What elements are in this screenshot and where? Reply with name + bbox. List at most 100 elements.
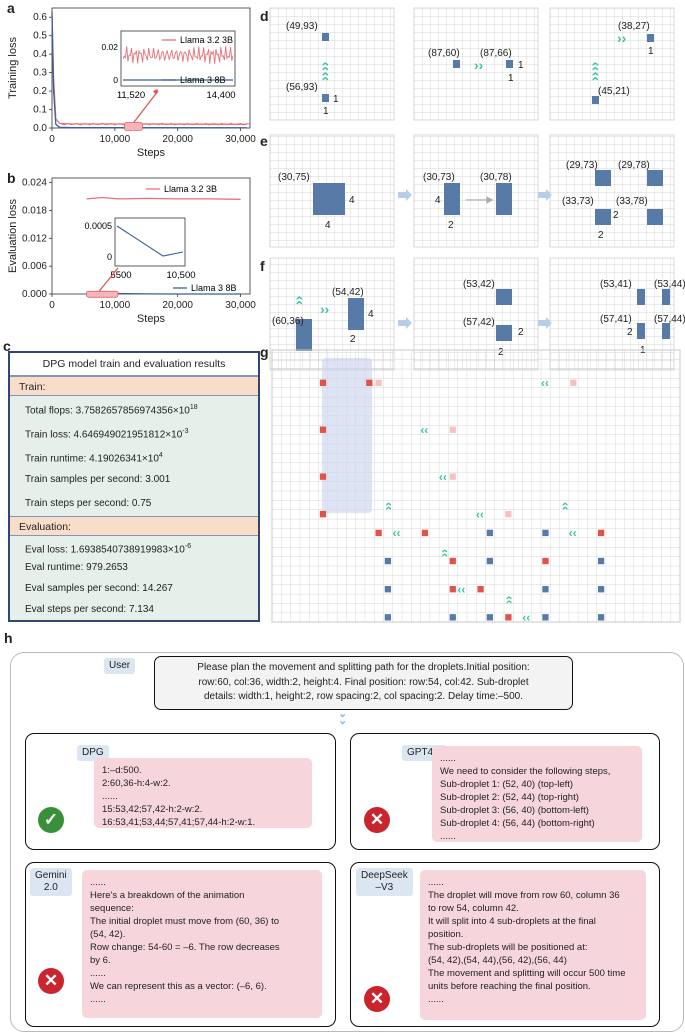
droplet: [662, 323, 670, 339]
x-tick-label: 0: [49, 134, 55, 145]
grid-label: (57,41): [600, 314, 632, 325]
gemini-response: ...... Here's a breakdown of the animati…: [82, 870, 322, 1018]
droplet: [506, 60, 513, 68]
x-tick-label: 30,000: [225, 134, 256, 145]
row-text: Train runtime: 4.19026341×10: [25, 453, 159, 465]
response-line: ......: [428, 877, 444, 888]
response-line: (54, 42).: [90, 929, 126, 940]
grid-label: (57,42): [463, 317, 495, 328]
series-noise: [61, 122, 251, 126]
zoom-arrow: [133, 90, 159, 123]
chevron-down-icon: ⌄⌄: [338, 708, 348, 727]
grid-label: (29,73): [566, 160, 598, 171]
grid-label: 4: [349, 195, 355, 206]
grid-droplet: [542, 529, 549, 537]
row-text: Eval samples per second: 14.267: [25, 583, 173, 594]
inset-x-label: 5500: [110, 270, 131, 281]
response-line: units before reaching the final position…: [428, 981, 591, 992]
chevron-icon: ››: [316, 61, 332, 71]
grid-droplet: [421, 529, 429, 537]
grid-label: (57,44): [654, 314, 685, 325]
droplet: [322, 33, 329, 41]
chevron-icon: ‹‹: [457, 583, 465, 597]
y-axis-label: Training loss: [7, 37, 19, 99]
tag-line: –V3: [375, 882, 394, 893]
eval-header: Evaluation:: [10, 516, 258, 536]
grid-droplet: [319, 426, 327, 433]
x-tick-label: 0: [49, 300, 55, 311]
response-line: ......: [428, 994, 444, 1005]
grid-label: (49,93): [286, 21, 318, 32]
zoom-arrow: [98, 267, 119, 292]
grid-label: (53,44): [654, 279, 685, 290]
query-line: row:60, col:36, width:2, height:4. Final…: [198, 676, 529, 688]
row-text: Eval runtime: 979.2653: [25, 562, 128, 573]
y-tick-label: 0.018: [22, 205, 47, 216]
grid-label: (30,78): [480, 172, 512, 183]
inset-x-label: 14,400: [206, 90, 235, 101]
flow-arrow: [398, 317, 412, 329]
response-line: 16:53,41;53,44;57,41;57,44-h:2-w:1.: [102, 817, 256, 828]
grid-droplet: [366, 379, 373, 387]
response-line: Row change: 54-60 = –6. The row decrease…: [90, 942, 280, 953]
panel-label-g: g: [260, 344, 269, 360]
grid-label: (38,27): [618, 21, 650, 32]
response-line: ......: [440, 753, 456, 764]
grid-droplet: [375, 529, 382, 537]
table-row: Train runtime: 4.19026341×104: [10, 444, 258, 468]
row-text: Train samples per second: 3.001: [25, 474, 171, 485]
response-line: to row 54, column 42.: [428, 903, 519, 914]
grid-droplet: [449, 614, 456, 621]
table-row: Eval samples per second: 14.267: [10, 578, 258, 599]
droplet: [662, 289, 670, 305]
x-axis-label: Steps: [137, 313, 166, 325]
grid-canvas: [549, 7, 675, 121]
chevron-icon: ‹‹: [569, 526, 577, 540]
y-tick-label: 0.2: [33, 86, 47, 97]
response-line: The initial droplet must move from (60, …: [90, 916, 280, 927]
inset-y-label: 0: [113, 75, 118, 85]
grid-label: 4: [325, 220, 331, 231]
response-line: ......: [90, 877, 106, 888]
grid-droplet: [375, 379, 382, 387]
grid-label: 1: [518, 60, 524, 71]
response-line: 2:60,36-h:4-w:2.: [102, 778, 171, 789]
response-line: sequence:: [90, 903, 134, 914]
comparison-panel: [10, 652, 684, 1032]
chevron-icon: ››: [502, 596, 516, 604]
response-line: ......: [90, 994, 106, 1005]
grid-label: 2: [598, 230, 604, 241]
cross-icon: ✕: [364, 807, 390, 833]
tag-line: Gemini: [35, 870, 67, 881]
chevron-icon: ‹‹: [420, 423, 428, 437]
grid-label: 4: [435, 195, 441, 206]
x-tick-label: 20,000: [162, 134, 193, 145]
grid-droplet: [542, 557, 549, 565]
chevron-icon: ››: [381, 502, 395, 510]
response-line: Here's a breakdown of the animation: [90, 890, 245, 901]
grid-label: (30,75): [278, 172, 310, 183]
y-tick-label: 0.5: [33, 31, 47, 42]
grid-droplet: [319, 473, 327, 480]
grid-label: (60,36): [272, 316, 304, 327]
chevron-icon: ››: [617, 30, 627, 46]
grid-label: (87,66): [480, 48, 512, 59]
row-exponent: 4: [158, 452, 163, 459]
droplet: [296, 319, 312, 351]
y-tick-label: 0.012: [22, 233, 47, 244]
deepseek-tag: DeepSeek –V3: [356, 868, 413, 896]
inset-frame: [114, 217, 186, 267]
response-line: position.: [428, 929, 464, 940]
inset-series-blue: [116, 225, 184, 257]
grid-droplet: [486, 529, 493, 537]
response-line: 1:–d:500.: [102, 765, 142, 776]
grid-droplet: [319, 510, 327, 518]
table-row: Total flops: 3.7582657856974356×1018: [10, 396, 258, 420]
droplet: [637, 289, 645, 305]
y-tick-label: 0.6: [33, 12, 47, 23]
y-tick-label: 0.0: [33, 123, 47, 134]
grid-droplet: [597, 586, 605, 593]
droplet: [453, 60, 460, 68]
y-axis-label: Evaluation loss: [7, 199, 19, 273]
